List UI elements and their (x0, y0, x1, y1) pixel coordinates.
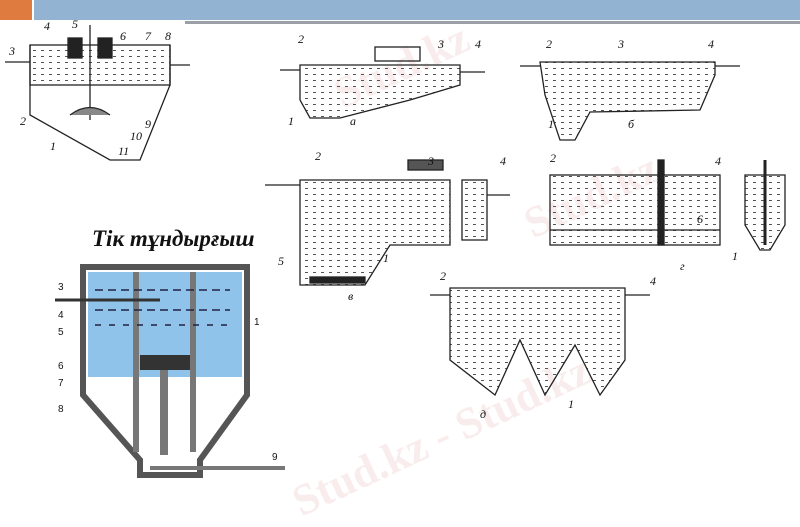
svg-text:4: 4 (475, 37, 481, 51)
svg-text:2: 2 (550, 151, 556, 165)
svg-text:6: 6 (697, 212, 703, 226)
svg-text:1: 1 (254, 317, 260, 328)
svg-text:3: 3 (427, 154, 434, 168)
svg-text:а: а (350, 114, 356, 128)
svg-text:1: 1 (288, 114, 294, 128)
svg-text:6: 6 (120, 29, 126, 43)
diagram-vertical-settler: 3 4 5 6 7 8 9 1 (55, 264, 285, 478)
svg-text:1: 1 (50, 139, 56, 153)
diagram-b: 2 3 4 1 б (520, 37, 740, 141)
svg-text:10: 10 (130, 129, 142, 143)
slide-accent-orange (0, 0, 32, 20)
svg-text:в: в (348, 289, 353, 303)
diagram-g: 2 4 6 1 г (549, 151, 786, 273)
svg-text:1: 1 (548, 117, 554, 131)
svg-text:1: 1 (568, 397, 574, 411)
svg-text:2: 2 (546, 37, 552, 51)
diagram-d: 2 4 1 д (430, 269, 656, 421)
diagram-a: 2 3 4 1 а (280, 32, 485, 128)
svg-text:8: 8 (165, 29, 171, 43)
svg-text:2: 2 (440, 269, 446, 283)
svg-text:4: 4 (500, 154, 506, 168)
svg-text:б: б (628, 117, 635, 131)
diagrams-canvas: 4 5 3 6 7 8 2 1 9 10 11 3 4 5 6 7 (5, 17, 786, 478)
diagram-top-left: 4 5 3 6 7 8 2 1 9 10 11 (5, 17, 190, 161)
svg-text:1: 1 (383, 251, 389, 265)
svg-text:2: 2 (20, 114, 26, 128)
slide-title: Тік тұндырғыш (92, 226, 255, 251)
svg-text:6: 6 (58, 361, 64, 372)
slide-header-bar (34, 0, 800, 20)
svg-text:5: 5 (278, 254, 284, 268)
svg-text:5: 5 (72, 17, 78, 31)
svg-text:3: 3 (8, 44, 15, 58)
header-divider (185, 21, 800, 24)
svg-text:3: 3 (437, 37, 444, 51)
svg-text:4: 4 (715, 154, 721, 168)
svg-text:7: 7 (58, 378, 64, 389)
diagram-v: 2 3 4 5 1 в (265, 149, 510, 303)
svg-text:11: 11 (118, 144, 129, 158)
svg-text:9: 9 (272, 452, 278, 463)
svg-text:5: 5 (58, 327, 64, 338)
svg-text:3: 3 (617, 37, 624, 51)
svg-text:4: 4 (708, 37, 714, 51)
svg-text:7: 7 (145, 29, 152, 43)
svg-text:2: 2 (315, 149, 321, 163)
svg-text:9: 9 (145, 117, 151, 131)
svg-text:3: 3 (58, 282, 64, 293)
svg-text:8: 8 (58, 404, 64, 415)
svg-text:д: д (480, 407, 486, 421)
svg-text:г: г (680, 259, 685, 273)
svg-text:1: 1 (732, 249, 738, 263)
svg-text:2: 2 (298, 32, 304, 46)
svg-text:4: 4 (58, 310, 64, 321)
svg-text:4: 4 (650, 274, 656, 288)
svg-text:4: 4 (44, 19, 50, 33)
